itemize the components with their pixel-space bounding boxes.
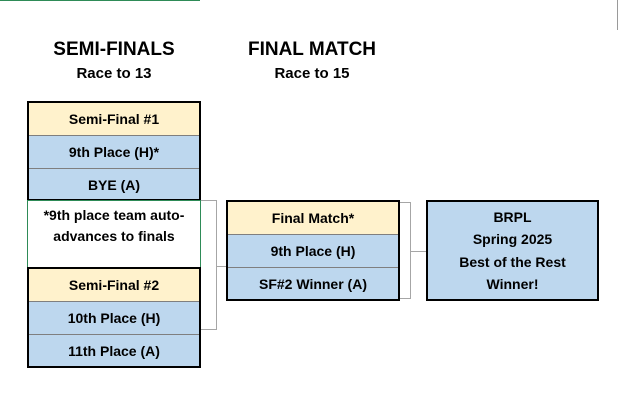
sheet-gridline [617, 0, 618, 30]
winner-season: Spring 2025 [472, 231, 553, 247]
final-to-winner-line [411, 251, 426, 252]
final-home-team-cell[interactable]: 9th Place (H) [228, 235, 398, 268]
semi-finals-heading: SEMI-FINALS Race to 13 [28, 39, 200, 82]
final-header-cell[interactable]: Final Match* [228, 202, 398, 235]
semi-finals-subtitle: Race to 13 [76, 65, 152, 82]
semis-to-final-line [217, 266, 227, 267]
sheet-gridline [0, 0, 200, 1]
sf2-header-cell[interactable]: Semi-Final #2 [28, 269, 200, 302]
winner-label: Winner! [486, 276, 539, 292]
final-match-title: FINAL MATCH [247, 39, 377, 60]
semi-finals-title: SEMI-FINALS [53, 39, 175, 60]
sf1-home-team-cell[interactable]: 9th Place (H)* [28, 136, 200, 169]
final-away-team-cell[interactable]: SF#2 Winner (A) [228, 268, 398, 299]
final-match-heading: FINAL MATCH Race to 15 [226, 39, 398, 82]
sf1-away-team-cell[interactable]: BYE (A) [28, 169, 200, 200]
final-match-subtitle: Race to 15 [274, 65, 350, 82]
final-bracket-connector [400, 202, 411, 299]
auto-advance-note-cell[interactable]: *9th place team auto-advances to finals [27, 200, 201, 268]
winner-division: Best of the Rest [459, 253, 566, 270]
sf2-home-team-cell[interactable]: 10th Place (H) [28, 302, 200, 335]
winner-cell[interactable]: BRPL Spring 2025 Best of the Rest Winner… [426, 200, 599, 301]
sf1-header-cell[interactable]: Semi-Final #1 [28, 103, 200, 136]
winner-league: BRPL [493, 208, 532, 225]
sf2-away-team-cell[interactable]: 11th Place (A) [28, 335, 200, 366]
semis-bracket-connector [201, 200, 217, 330]
